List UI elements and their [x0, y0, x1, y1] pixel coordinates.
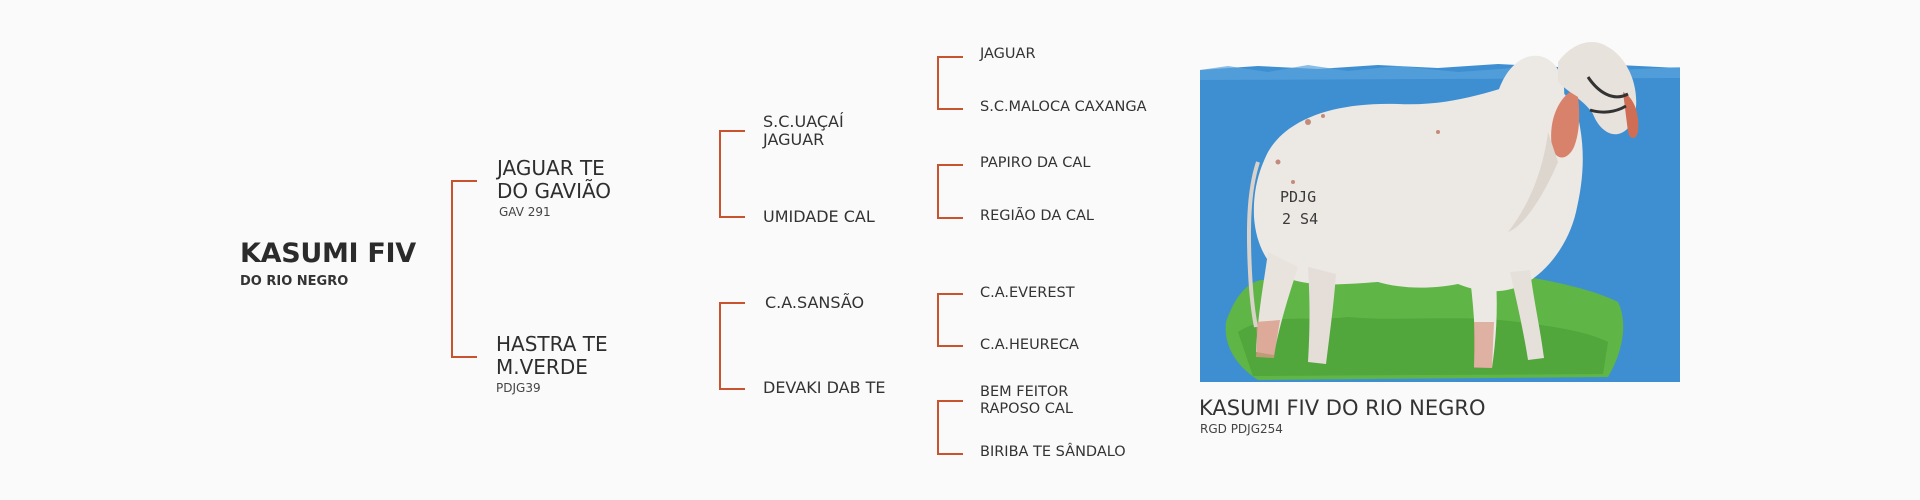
sire-sire-line1: S.C.UAÇAÍ [763, 112, 844, 131]
photo-registration: RGD PDJG254 [1200, 422, 1283, 436]
dam: HASTRA TE M.VERDE PDJG39 [496, 332, 608, 396]
dam-name-line1: HASTRA TE [496, 332, 608, 356]
sire-sire: S.C.UAÇAÍ JAGUAR [763, 113, 844, 149]
ggp-dd-sire-line2: RAPOSO CAL [980, 401, 1073, 417]
hip-brand-line2: 2 S4 [1282, 210, 1318, 228]
ggp-ss-sire: JAGUAR [980, 46, 1036, 62]
ggp-sd-dam: REGIÃO DA CAL [980, 208, 1094, 224]
dam-sire: C.A.SANSÃO [765, 293, 865, 312]
sire-sire-line2: JAGUAR [763, 130, 825, 149]
sire: JAGUAR TE DO GAVIÃO GAV 291 [497, 156, 612, 220]
hip-brand-line1: PDJG [1280, 188, 1316, 206]
ggp-dd-dam: BIRIBA TE SÂNDALO [980, 444, 1126, 460]
sire-name-line1: JAGUAR TE [497, 156, 605, 180]
ggp-dd-sire-line1: BEM FEITOR [980, 384, 1069, 400]
animal-photo: PDJG 2 S4 [1198, 22, 1682, 386]
subject-subtitle: DO RIO NEGRO [240, 274, 349, 289]
subject-name: KASUMI FIV [240, 238, 416, 269]
dam-dam: DEVAKI DAB TE [763, 378, 886, 397]
sire-registration: GAV 291 [499, 205, 551, 219]
photo-caption: KASUMI FIV DO RIO NEGRO [1199, 396, 1486, 420]
ggp-ds-sire: C.A.EVEREST [980, 285, 1075, 301]
ggp-dd-sire: BEM FEITOR RAPOSO CAL [980, 384, 1073, 418]
ggp-sd-sire: PAPIRO DA CAL [980, 155, 1091, 171]
dam-registration: PDJG39 [496, 381, 541, 395]
sire-name-line2: DO GAVIÃO [497, 179, 612, 203]
ggp-ss-dam: S.C.MALOCA CAXANGA [980, 99, 1147, 115]
dam-name-line2: M.VERDE [496, 355, 588, 379]
sire-dam: UMIDADE CAL [763, 207, 875, 226]
ggp-ds-dam: C.A.HEURECA [980, 337, 1079, 353]
